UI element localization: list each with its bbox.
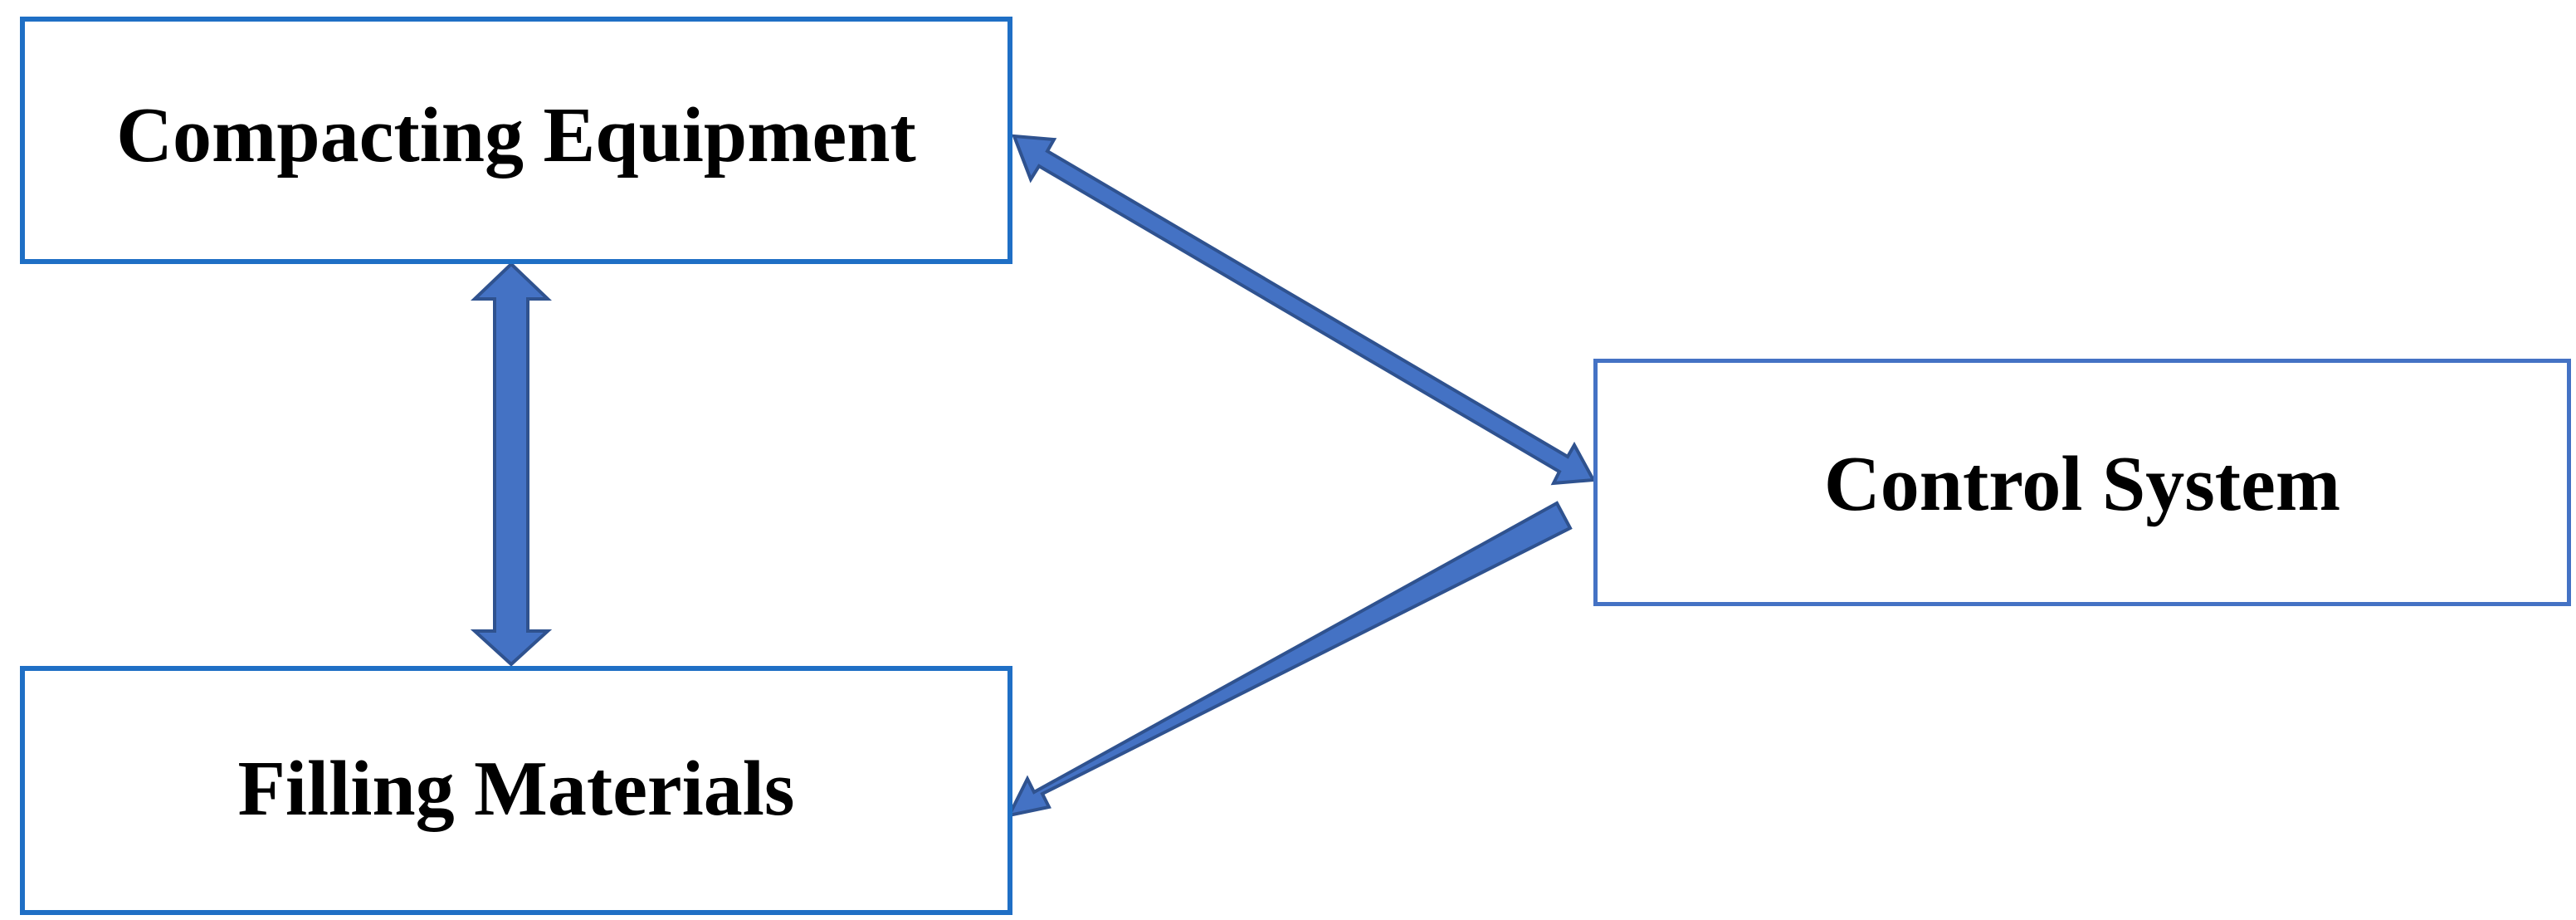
node-label: Filling Materials: [237, 746, 795, 832]
arrow-compacting-control: [1011, 134, 1597, 486]
arrow-compacting-filling: [470, 262, 553, 667]
node-filling-materials: Filling Materials: [20, 666, 1012, 915]
node-label: Compacting Equipment: [116, 92, 916, 179]
node-control-system: Control System: [1593, 359, 2571, 606]
arrow-control-filling: [1006, 501, 1573, 818]
node-label: Control System: [1823, 441, 2341, 527]
node-compacting-equipment: Compacting Equipment: [20, 17, 1012, 264]
